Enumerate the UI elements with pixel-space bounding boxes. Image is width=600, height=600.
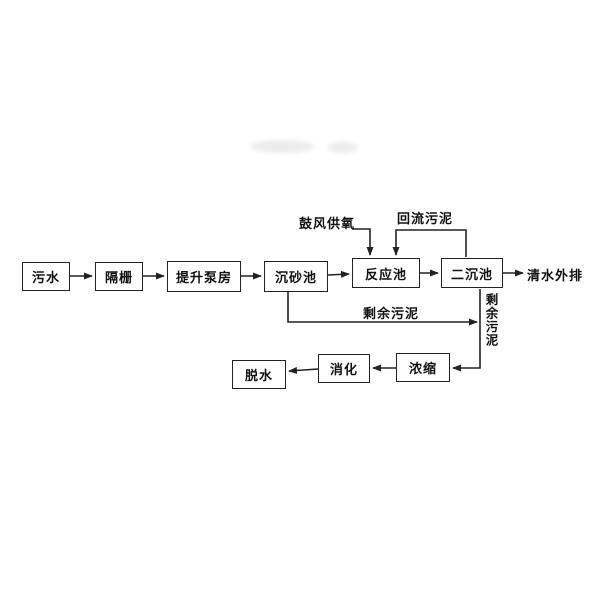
arrow-return-sludge bbox=[392, 229, 467, 257]
watermark-smudge bbox=[250, 140, 314, 153]
label-blower-oxygen: 鼓风供氧 bbox=[299, 216, 356, 231]
node-thickening-label: 浓缩 bbox=[408, 361, 437, 376]
node-bar-screen: 隔栅 bbox=[95, 262, 143, 291]
label-excess-sludge: 剩余污泥 bbox=[363, 306, 420, 321]
node-thickening: 浓缩 bbox=[396, 353, 450, 382]
label-excess-sludge-vertical: 剩余污泥 bbox=[483, 293, 498, 347]
watermark-smudge bbox=[328, 142, 358, 153]
node-secondary-clarifier-label: 二沉池 bbox=[450, 266, 493, 282]
arrow-blower-oxygen bbox=[352, 228, 374, 256]
node-sewage: 污水 bbox=[22, 262, 70, 291]
node-lift-pump-house: 提升泵房 bbox=[167, 261, 241, 292]
node-grit-chamber-label: 沉砂池 bbox=[274, 270, 317, 285]
node-dewatering: 脱水 bbox=[232, 360, 286, 389]
node-digestion-label: 消化 bbox=[329, 362, 358, 377]
node-reaction-tank: 反应池 bbox=[352, 258, 420, 288]
node-dewatering-label: 脱水 bbox=[244, 368, 273, 383]
node-reaction-tank-label: 反应池 bbox=[364, 266, 407, 282]
arrow-digestion-to-dewatering bbox=[288, 366, 319, 374]
node-digestion: 消化 bbox=[318, 354, 370, 383]
arrow-grit-to-reaction bbox=[327, 270, 350, 278]
label-effluent: 清水外排 bbox=[527, 268, 584, 283]
label-return-sludge: 回流污泥 bbox=[397, 211, 454, 226]
node-secondary-clarifier: 二沉池 bbox=[441, 258, 503, 288]
node-sewage-label: 污水 bbox=[31, 270, 60, 285]
node-lift-pump-house-label: 提升泵房 bbox=[175, 270, 232, 285]
node-grit-chamber: 沉砂池 bbox=[264, 261, 328, 292]
node-bar-screen-label: 隔栅 bbox=[104, 270, 133, 285]
arrow-clarifier-to-thickening bbox=[452, 289, 481, 372]
